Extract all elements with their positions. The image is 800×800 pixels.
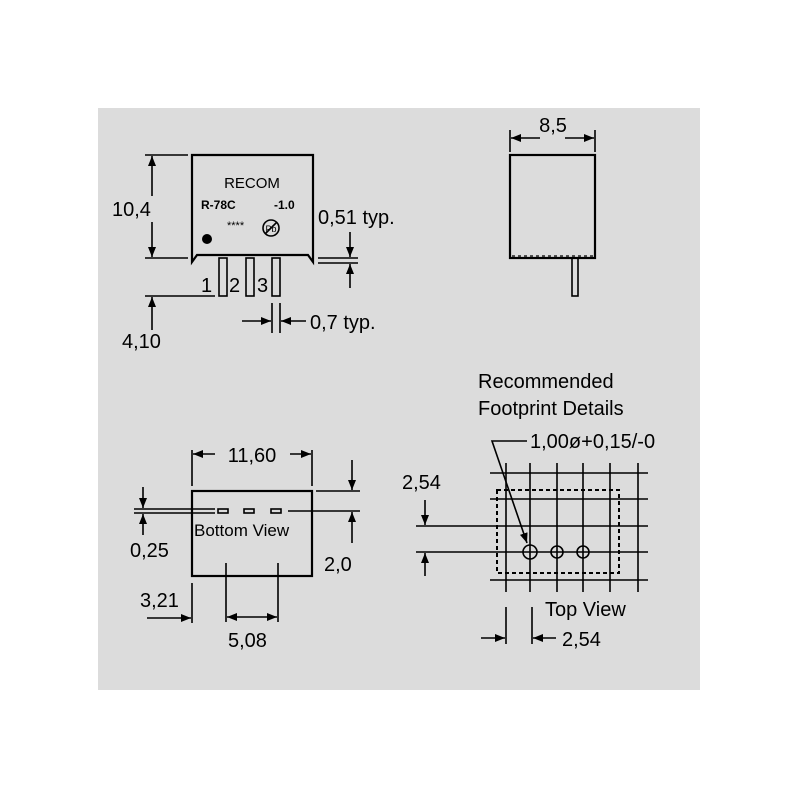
pin-offset-dimension: 0,25 (130, 540, 169, 562)
side-view: 8,5 (508, 115, 597, 297)
col-pitch-dimension: 2,54 (562, 629, 601, 651)
pin-width-dimension: 0,7 typ. (310, 312, 376, 334)
footprint-view: Recommended Footprint Details 1,00ø+0,15… (402, 371, 655, 651)
front-view: RECOM R-78C -1.0 **** Pb 1 2 3 10,4 4,10… (112, 153, 395, 353)
bottom-view: Bottom View 11,60 0,25 2,0 3,21 5,08 (130, 445, 360, 652)
module-side-body (508, 153, 597, 260)
pin1-marker-dot (202, 234, 212, 244)
top-view-label: Top View (545, 599, 626, 621)
variant-label: -1.0 (274, 198, 295, 212)
brand-label: RECOM (224, 175, 280, 192)
pin-length-dimension: 4,10 (122, 331, 161, 353)
width-dimension: 8,5 (539, 115, 567, 137)
side-pin (571, 257, 579, 297)
pin-2 (245, 257, 255, 297)
row-pitch-dimension: 2,54 (402, 472, 441, 494)
date-code: **** (227, 220, 245, 232)
pin-label-1: 1 (201, 275, 212, 297)
pad-hole-3 (576, 545, 590, 559)
pin-label-3: 3 (257, 275, 268, 297)
pitch-dimension: 5,08 (228, 630, 267, 652)
drawing-panel (98, 108, 700, 690)
height-dimension: 10,4 (112, 199, 151, 221)
module-body (190, 153, 315, 266)
pin-1 (218, 257, 228, 297)
pad-hole-1 (522, 544, 538, 560)
footprint-grid (416, 463, 648, 592)
pad-hole-2 (550, 545, 564, 559)
footprint-title-line2: Footprint Details (478, 398, 624, 420)
pin-3 (271, 257, 281, 297)
component-outline (496, 489, 620, 574)
footprint-title-line1: Recommended (478, 371, 614, 393)
hole-dimension: 1,00ø+0,15/-0 (530, 431, 655, 453)
bottom-view-label: Bottom View (194, 521, 290, 540)
pin-label-2: 2 (229, 275, 240, 297)
module-bottom-body (190, 489, 314, 578)
model-label: R-78C (201, 198, 236, 212)
length-dimension: 11,60 (228, 445, 277, 467)
pin-row-dimension: 2,0 (324, 554, 352, 576)
pin-thickness-dimension: 0,51 typ. (318, 207, 395, 229)
pb-free-icon: Pb (262, 219, 280, 237)
edge-dimension: 3,21 (140, 590, 179, 612)
